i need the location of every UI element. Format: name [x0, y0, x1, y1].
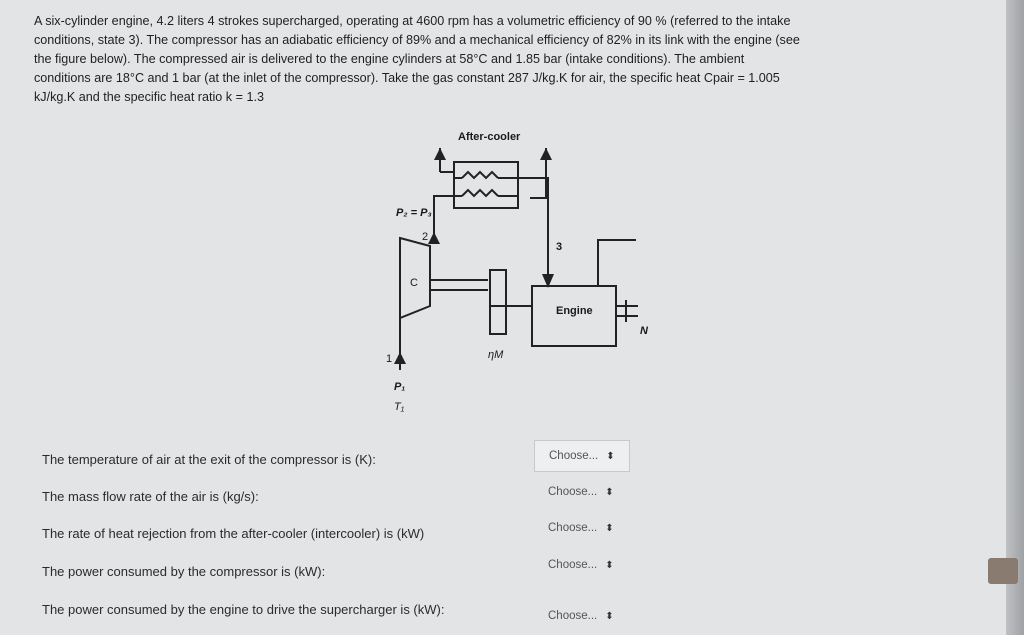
state-2-label: 2	[422, 231, 428, 243]
shaft	[430, 279, 488, 291]
output-shaft	[616, 300, 638, 322]
coolant-outlet	[530, 148, 547, 199]
side-scroll-tab[interactable]	[988, 558, 1018, 584]
p1-label: P₁	[394, 381, 405, 393]
select-value: Choose...	[548, 522, 598, 534]
select-value: Choose...	[548, 559, 598, 571]
gearbox	[489, 269, 507, 335]
speed-label: N	[640, 325, 649, 337]
pipe-2	[433, 195, 454, 244]
coil-2	[461, 188, 499, 198]
coil-connections	[454, 177, 518, 197]
problem-line: conditions, state 3). The compressor has…	[34, 33, 800, 47]
problem-line: conditions are 18°C and 1 bar (at the in…	[34, 71, 780, 85]
question-engine-power: The power consumed by the engine to driv…	[42, 602, 445, 617]
aftercooler-label: After-cooler	[458, 131, 521, 143]
p2p3-label: P₂ = P₃	[396, 207, 432, 219]
problem-line: the figure below). The compressed air is…	[34, 52, 745, 66]
pipe-3	[518, 177, 549, 286]
question-mass-flow: The mass flow rate of the air is (kg/s):	[42, 489, 259, 504]
select-value: Choose...	[548, 610, 598, 622]
question-compressor-power: The power consumed by the compressor is …	[42, 564, 326, 579]
problem-line: kJ/kg.K and the specific heat ratio k = …	[34, 90, 264, 104]
screen-bezel	[1006, 0, 1024, 635]
select-value: Choose...	[549, 450, 599, 462]
answer-select-mass-flow[interactable]: Choose... ⬍	[548, 486, 614, 498]
answer-select-compressor-power[interactable]: Choose... ⬍	[548, 559, 614, 571]
question-exit-temperature: The temperature of air at the exit of th…	[42, 452, 376, 467]
updown-caret-icon: ⬍	[606, 450, 615, 462]
t1-label: T₁	[394, 401, 405, 413]
eta-label: ηM	[488, 349, 504, 361]
supercharger-diagram: After-cooler P₂ = P₃ 2 3 C Engine N ηM 1…	[386, 131, 649, 413]
answer-select-exit-temperature[interactable]: Choose... ⬍	[534, 440, 630, 472]
state-3-label: 3	[556, 241, 562, 253]
updown-caret-icon: ⬍	[605, 559, 614, 571]
answer-select-engine-power[interactable]: Choose... ⬍	[548, 610, 614, 622]
problem-statement: A six-cylinder engine, 4.2 liters 4 stro…	[34, 12, 984, 107]
problem-line: A six-cylinder engine, 4.2 liters 4 stro…	[34, 14, 791, 28]
engine-label: Engine	[556, 305, 593, 317]
compressor-body	[399, 236, 431, 320]
question-heat-rejection: The rate of heat rejection from the afte…	[42, 526, 425, 541]
answer-select-heat-rejection[interactable]: Choose... ⬍	[548, 522, 614, 534]
exhaust-pipe	[597, 239, 636, 286]
aftercooler-box	[453, 161, 519, 209]
updown-caret-icon: ⬍	[605, 610, 614, 622]
select-value: Choose...	[548, 486, 598, 498]
state-1-label: 1	[386, 353, 392, 365]
updown-caret-icon: ⬍	[605, 522, 614, 534]
coil-1	[461, 170, 499, 180]
updown-caret-icon: ⬍	[605, 486, 614, 498]
compressor-label: C	[410, 277, 418, 289]
